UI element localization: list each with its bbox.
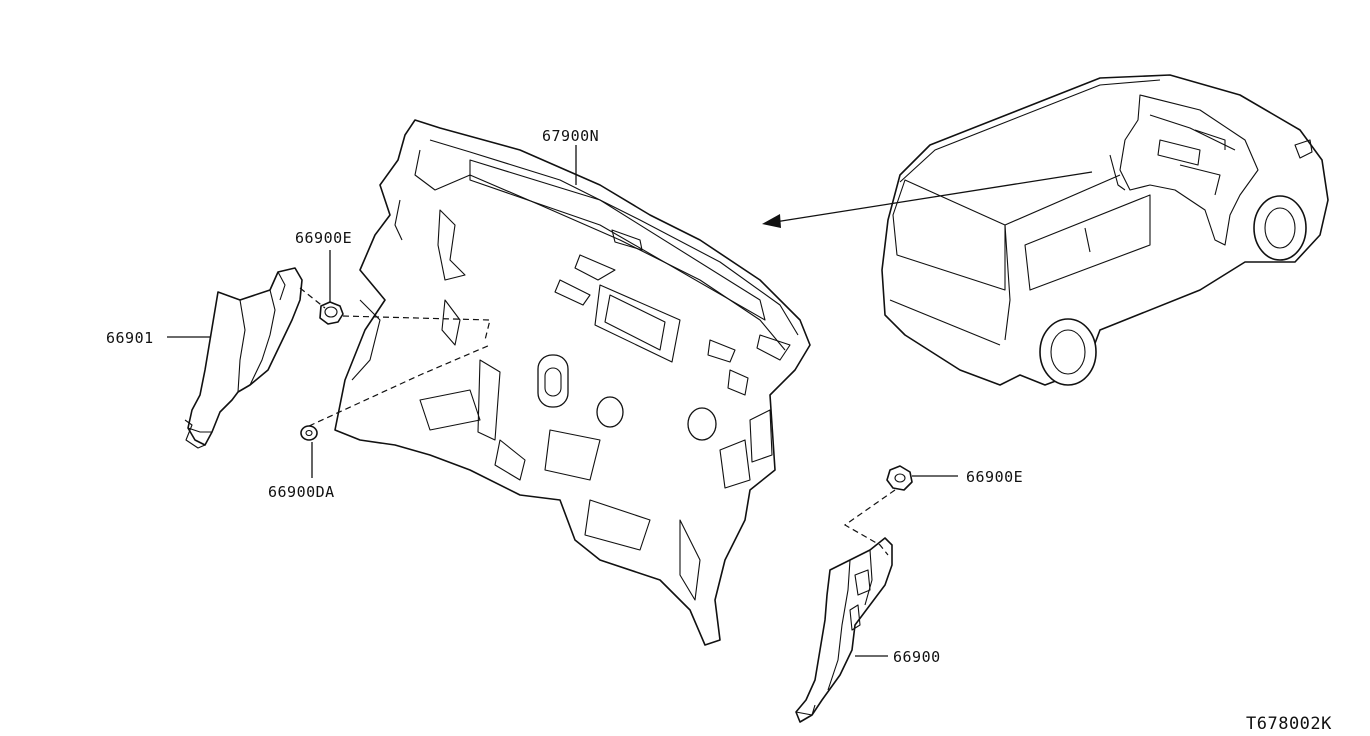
cowl-side-finisher-left[interactable] [184,267,303,449]
vehicle-overview-illustration [881,74,1329,386]
label-66900: 66900 [893,648,941,666]
label-67900N: 67900N [542,127,599,145]
grommet[interactable] [300,425,318,441]
cowl-side-finisher-right[interactable] [795,537,893,723]
location-arrow [762,171,1093,228]
leader-lines [167,145,958,657]
label-66900E-upper: 66900E [295,229,352,247]
clip-lower[interactable] [886,465,913,491]
dash-insulator-panel[interactable] [334,119,811,646]
label-66900E-lower: 66900E [966,468,1023,486]
clip-upper[interactable] [319,301,344,325]
label-66901: 66901 [106,329,154,347]
reference-code: T678002K [1246,714,1332,734]
label-66900DA: 66900DA [268,483,335,501]
